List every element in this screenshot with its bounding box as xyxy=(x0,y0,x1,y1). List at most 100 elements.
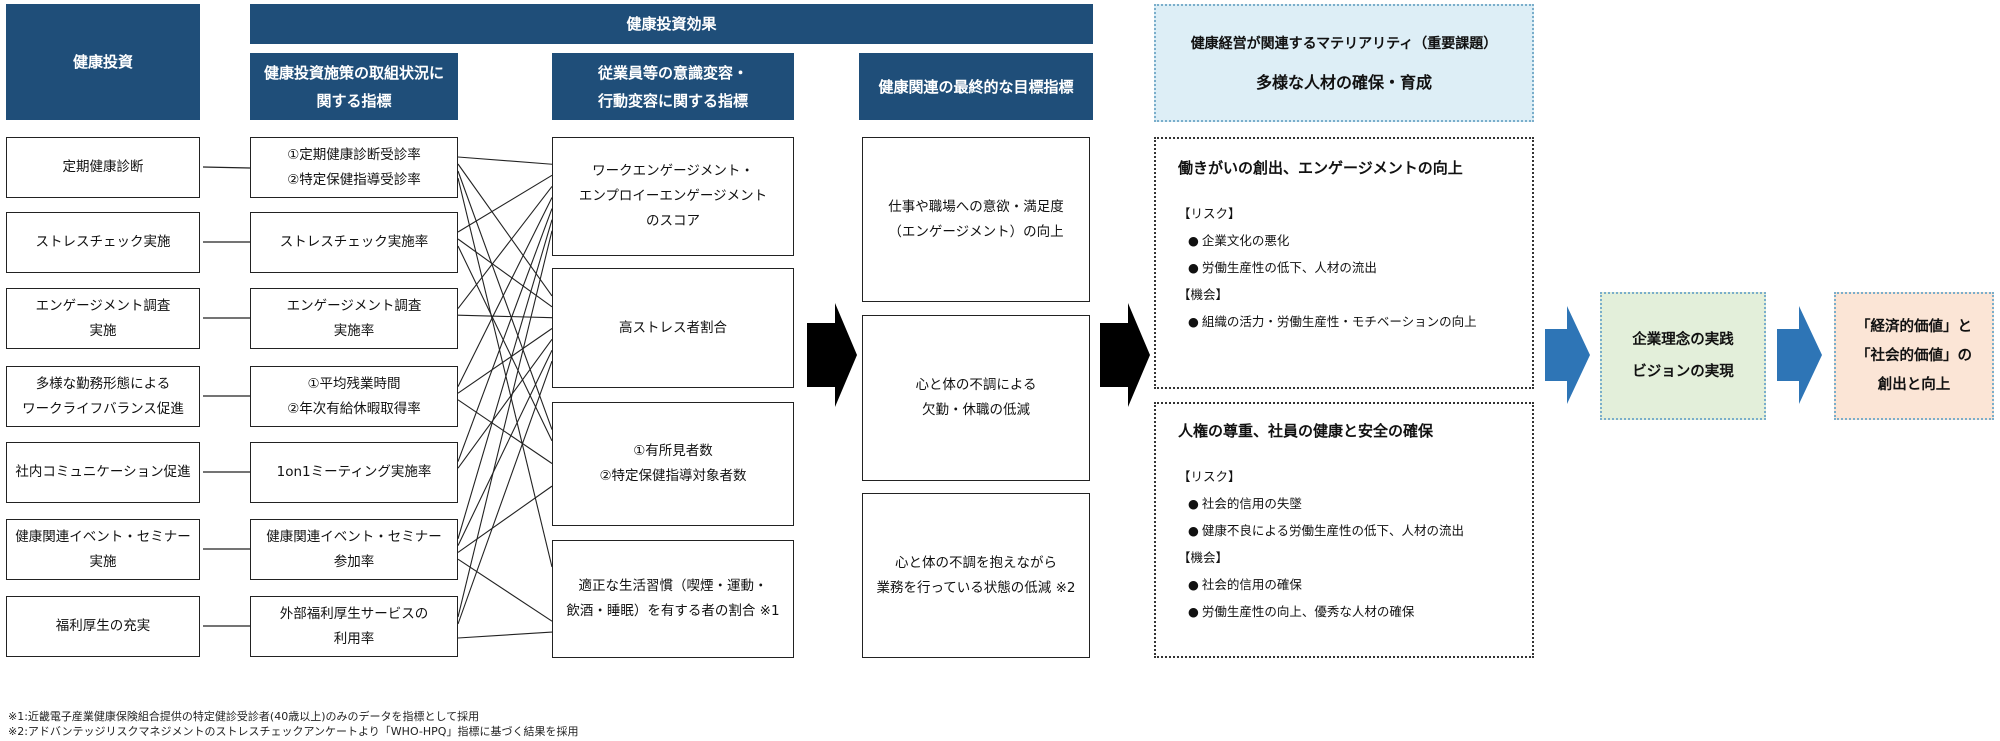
cross-connector xyxy=(457,349,553,546)
materiality-header-title: 健康経営が関連するマテリアリティ（重要課題） xyxy=(1190,36,1498,52)
header-measures-line: 健康投資施策の取組状況に xyxy=(263,63,444,82)
risk-label: 【リスク】 xyxy=(1178,206,1241,221)
measure-label: エンゲージメント調査 xyxy=(286,297,422,314)
header-investment: 健康投資 xyxy=(6,4,200,120)
measure-box: 健康関連イベント・セミナー参加率 xyxy=(250,519,458,580)
opportunity-item: 社会的信用の確保 xyxy=(1178,571,1510,598)
investment-box: ストレスチェック実施 xyxy=(6,212,200,273)
investment-label: ワークライフバランス促進 xyxy=(22,400,184,417)
header-effect: 健康投資効果 xyxy=(250,4,1093,44)
cross-connector xyxy=(457,156,553,165)
risk-item: 社会的信用の失墜 xyxy=(1178,490,1510,517)
investment-box: 多様な勤務形態によるワークライフバランス促進 xyxy=(6,366,200,427)
investment-box: 健康関連イベント・セミナー実施 xyxy=(6,519,200,580)
cross-connector xyxy=(457,314,553,319)
final-label: 心と体の不調を抱えながら xyxy=(895,554,1057,571)
measure-box: ①平均残業時間 ②年次有給休暇取得率 xyxy=(250,366,458,427)
header-awareness-line: 行動変容に関する指標 xyxy=(597,91,748,110)
measure-box: 1on1ミーティング実施率 xyxy=(250,442,458,503)
investment-label: エンゲージメント調査 xyxy=(35,297,171,314)
philosophy-label: ビジョンの実現 xyxy=(1632,364,1734,380)
cross-connector xyxy=(457,208,553,462)
cross-connector xyxy=(457,339,553,469)
measure-label: ②年次有給休暇取得率 xyxy=(287,400,421,417)
blue-arrow-1 xyxy=(1545,306,1590,404)
awareness-box: ワークエンゲージメント・エンプロイーエンゲージメントのスコア xyxy=(552,137,794,256)
blue-arrow-2 xyxy=(1777,306,1822,404)
investment-box: 定期健康診断 xyxy=(6,137,200,198)
cross-connector xyxy=(457,197,553,387)
black-arrow-2 xyxy=(1100,303,1150,407)
header-awareness-line: 従業員等の意識変容・ xyxy=(597,63,748,82)
measure-label: ストレスチェック実施率 xyxy=(279,234,429,250)
risk-item: 健康不良による労働生産性の低下、人材の流出 xyxy=(1178,517,1510,544)
philosophy-box: 企業理念の実践 ビジョンの実現 xyxy=(1600,292,1766,420)
materiality-box-title: 人権の尊重、社員の健康と安全の確保 xyxy=(1178,422,1434,440)
awareness-label: のスコア xyxy=(646,213,700,229)
header-final: 健康関連の最終的な目標指標 xyxy=(859,53,1093,120)
awareness-box: 高ストレス者割合 xyxy=(552,268,794,388)
awareness-box: 適正な生活習慣（喫煙・運動・飲酒・睡眠）を有する者の割合 ※1 xyxy=(552,540,794,658)
final-label: （エンゲージメント）の向上 xyxy=(888,223,1064,240)
value-box: 「経済的価値」と 「社会的価値」の 創出と向上 xyxy=(1834,292,1994,420)
materiality-header: 健康経営が関連するマテリアリティ（重要課題） 多様な人材の確保・育成 xyxy=(1154,4,1534,122)
cross-connector xyxy=(457,245,553,442)
measure-label: 参加率 xyxy=(333,553,375,570)
value-label: 創出と向上 xyxy=(1877,376,1951,393)
materiality-header-subtitle: 多様な人材の確保・育成 xyxy=(1255,73,1432,92)
cross-connector xyxy=(457,174,553,233)
footnote: ※1:近畿電子産業健康保険組合提供の特定健診受診者(40歳以上)のみのデータを指… xyxy=(8,710,480,723)
investment-label: 実施 xyxy=(89,553,117,570)
investment-box: 社内コミュニケーション促進 xyxy=(6,442,200,503)
opportunity-item: 組織の活力・労働生産性・モチベーションの向上 xyxy=(1178,308,1510,335)
investment-label: ストレスチェック実施 xyxy=(35,234,171,250)
header-measures-line: 関する指標 xyxy=(316,91,392,110)
risk-item: 労働生産性の低下、人材の流出 xyxy=(1178,254,1510,281)
cross-connector xyxy=(457,238,553,308)
awareness-label: 飲酒・睡眠）を有する者の割合 ※1 xyxy=(566,603,780,619)
awareness-label: 高ストレス者割合 xyxy=(619,319,727,336)
final-box: 仕事や職場への意欲・満足度（エンゲージメント）の向上 xyxy=(862,137,1090,302)
awareness-label: ①有所見者数 xyxy=(633,443,713,459)
measure-label: 利用率 xyxy=(333,630,375,647)
measure-label: 外部福利厚生サービスの xyxy=(279,605,429,622)
opportunity-label: 【機会】 xyxy=(1178,550,1229,565)
final-label: 業務を行っている状態の低減 ※2 xyxy=(876,579,1076,596)
materiality-box: 人権の尊重、社員の健康と安全の確保 【リスク】 社会的信用の失墜 健康不良による… xyxy=(1154,402,1534,658)
final-label: 心と体の不調による xyxy=(915,377,1037,393)
cross-connector xyxy=(457,177,553,568)
awareness-label: 適正な生活習慣（喫煙・運動・ xyxy=(578,578,768,594)
investment-box: エンゲージメント調査実施 xyxy=(6,288,200,349)
value-label: 「経済的価値」と xyxy=(1856,318,1972,335)
measure-label: ①平均残業時間 xyxy=(307,375,401,392)
measure-label: 健康関連イベント・セミナー xyxy=(266,528,442,545)
investment-label: 実施 xyxy=(89,322,117,339)
awareness-label: エンプロイーエンゲージメント xyxy=(578,188,768,204)
cross-connector xyxy=(457,219,553,539)
measure-box: 外部福利厚生サービスの利用率 xyxy=(250,596,458,657)
materiality-box: 働きがいの創出、エンゲージメントの向上 【リスク】 企業文化の悪化 労働生産性の… xyxy=(1154,137,1534,389)
investment-label: 健康関連イベント・セミナー xyxy=(15,528,191,545)
measure-label: 1on1ミーティング実施率 xyxy=(276,464,432,480)
investment-label: 定期健康診断 xyxy=(62,159,144,175)
cross-connector-lines xyxy=(457,156,553,639)
cross-connector xyxy=(457,485,553,553)
measure-label: ②特定保健指導受診率 xyxy=(287,171,421,188)
investment-label: 社内コミュニケーション促進 xyxy=(15,464,191,480)
opportunity-item: 労働生産性の向上、優秀な人材の確保 xyxy=(1178,598,1510,625)
opportunity-label: 【機会】 xyxy=(1178,287,1229,302)
black-arrow-1 xyxy=(807,303,857,407)
philosophy-label: 企業理念の実践 xyxy=(1632,332,1734,348)
investment-label: 福利厚生の充実 xyxy=(55,618,151,634)
header-awareness: 従業員等の意識変容・ 行動変容に関する指標 xyxy=(552,53,794,120)
measure-box: エンゲージメント調査実施率 xyxy=(250,288,458,349)
measure-label: 実施率 xyxy=(333,322,375,339)
cross-connector xyxy=(457,230,553,618)
cross-connector xyxy=(457,558,553,622)
cross-connector xyxy=(457,328,553,394)
final-label: 欠勤・休職の低減 xyxy=(922,402,1030,418)
value-label: 「社会的価値」の xyxy=(1856,347,1972,364)
risk-label: 【リスク】 xyxy=(1178,469,1241,484)
cross-connector xyxy=(457,186,553,309)
